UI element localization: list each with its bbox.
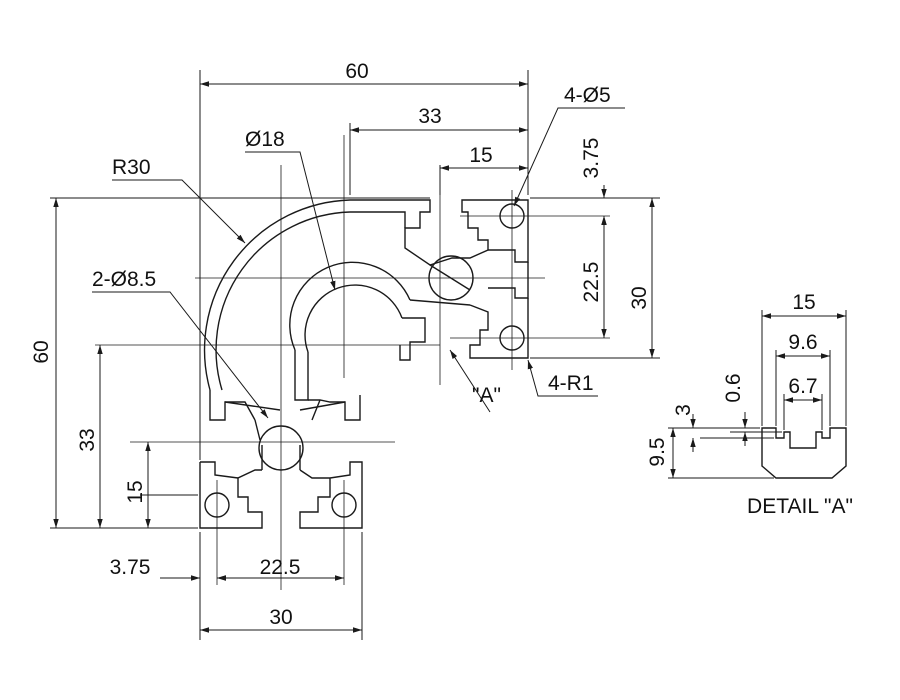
dim-text-15-top: 15 — [469, 144, 492, 167]
detail-text-9-6: 9.6 — [788, 331, 817, 354]
dimension-hole-spacing-bottom: 22.5 — [217, 556, 344, 581]
dim-text-30-bottom: 30 — [269, 606, 292, 629]
callout-text-bore: Ø18 — [245, 128, 285, 151]
dim-text-30-right: 30 — [628, 286, 651, 309]
dim-text-3-75-right: 3.75 — [580, 138, 603, 179]
detail-title: DETAIL "A" — [747, 495, 853, 518]
callout-small-holes: 4-Ø5 — [513, 84, 625, 207]
dim-text-3-75-bottom: 3.75 — [110, 556, 151, 579]
detail-a: 15 9.6 6.7 0.6 3 9.5 DETAIL "A" — [646, 291, 853, 518]
detail-dim-slot-opening: 6.7 — [784, 375, 822, 403]
callout-text-2-8-5: 2-Ø8.5 — [92, 268, 156, 291]
dimension-slot-offset-left: 33 — [76, 345, 103, 528]
dim-text-22-5-bottom: 22.5 — [260, 556, 301, 579]
dim-text-33-left: 33 — [76, 428, 99, 451]
detail-text-6-7: 6.7 — [788, 375, 817, 398]
dim-text-60-top: 60 — [345, 60, 368, 83]
callout-radius: R30 — [112, 156, 246, 244]
dimension-slot-offset-left-small: 15 — [124, 442, 151, 528]
dim-text-33-top: 33 — [418, 105, 441, 128]
dim-text-22-5-right: 22.5 — [580, 262, 603, 303]
dimension-end-height-right: 30 — [628, 198, 655, 358]
callout-text-detail-a: "A" — [472, 384, 501, 407]
profile-outline — [199, 199, 529, 529]
callout-text-4-r1: 4-R1 — [548, 372, 594, 395]
dimension-end-width-bottom: 30 — [200, 606, 362, 633]
holes — [204, 203, 525, 518]
callout-corner-radius: 4-R1 — [527, 359, 598, 397]
dimension-overall-width: 60 — [200, 60, 528, 87]
callout-text-4-5: 4-Ø5 — [564, 84, 611, 107]
detail-dim-depth: 9.5 — [646, 428, 676, 478]
detail-text-3: 3 — [672, 404, 695, 416]
dimension-slot-offset-top: 33 — [350, 105, 528, 133]
detail-dim-lip-height: 3 — [672, 404, 696, 452]
detail-text-15: 15 — [792, 291, 815, 314]
extension-lines — [50, 70, 660, 640]
dimension-hole-spacing-right: 22.5 — [580, 216, 607, 338]
dimension-corner-offset-left: 3.75 — [110, 556, 230, 581]
detail-dim-width: 15 — [762, 291, 846, 319]
detail-text-9-5: 9.5 — [646, 437, 669, 466]
callout-bore: Ø18 — [245, 128, 336, 291]
dim-text-15-left: 15 — [124, 480, 147, 503]
dimension-overall-height: 60 — [30, 198, 59, 528]
callout-text-r30: R30 — [112, 156, 151, 179]
callout-detail-ref: "A" — [449, 349, 501, 413]
dimension-slot-offset-top-small: 15 — [440, 144, 528, 171]
detail-text-0-6: 0.6 — [722, 373, 745, 402]
center-lines — [95, 135, 610, 590]
dim-text-60-left: 60 — [30, 340, 53, 363]
detail-dim-lip-thickness: 0.6 — [722, 373, 748, 446]
dimension-corner-offset-top: 3.75 — [580, 138, 607, 229]
detail-dim-slot-inner: 9.6 — [776, 331, 830, 359]
callout-large-holes: 2-Ø8.5 — [92, 268, 269, 419]
